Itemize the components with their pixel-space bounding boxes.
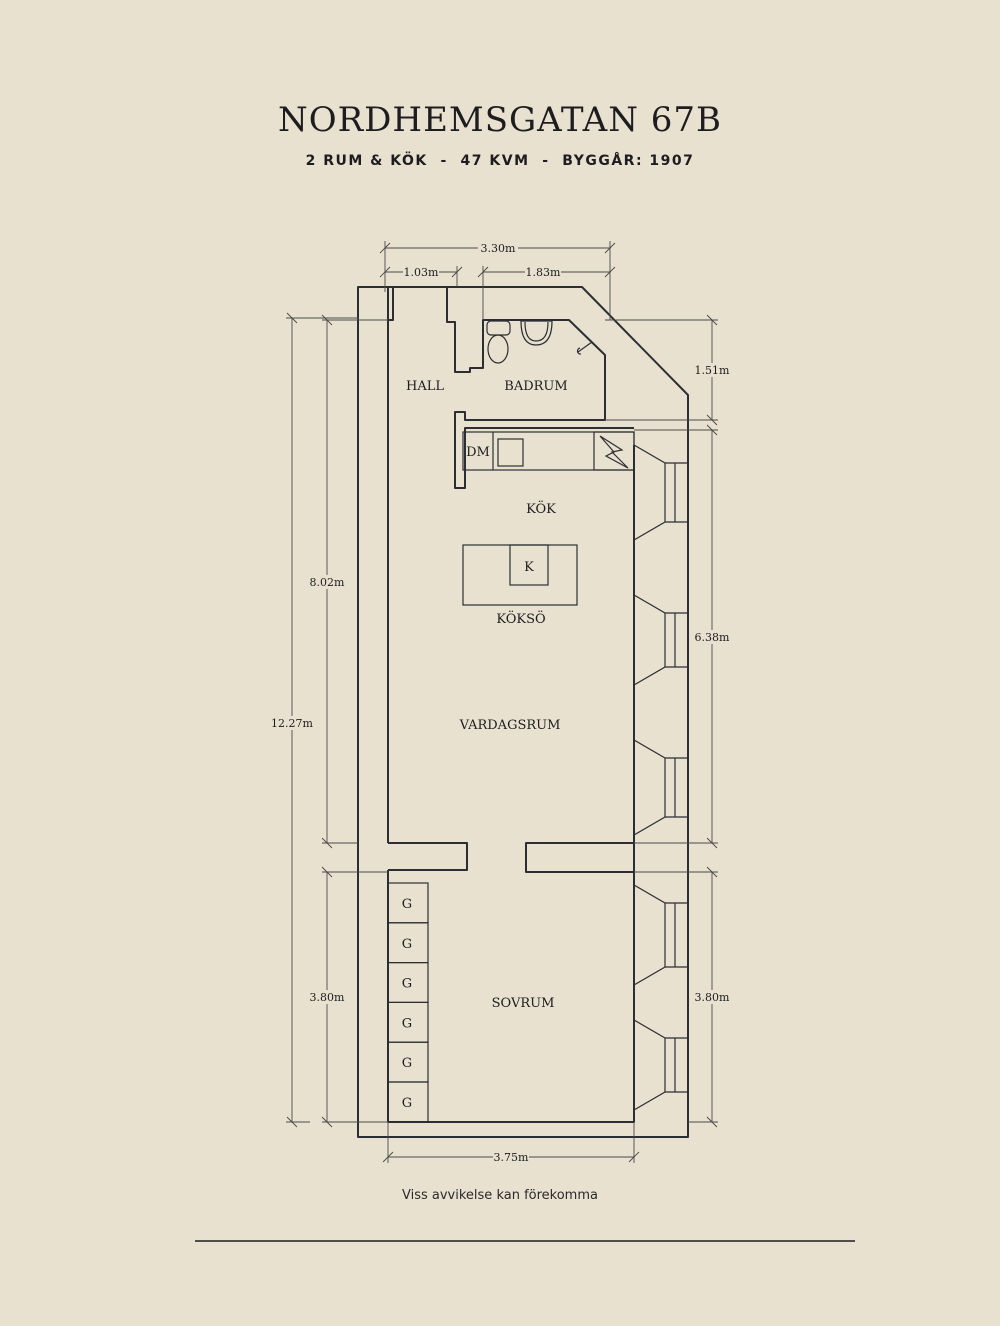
dim-top-total: 3.30m bbox=[481, 242, 516, 255]
bedroom-wall-right bbox=[525, 842, 635, 873]
toilet-icon bbox=[486, 320, 511, 364]
room-label-badrum: BADRUM bbox=[504, 379, 567, 394]
dim-right-bath: 1.51m bbox=[695, 364, 730, 377]
wardrobe: G bbox=[387, 922, 429, 964]
wardrobe-label: G bbox=[402, 1016, 412, 1031]
windows bbox=[633, 444, 688, 1111]
dim-top-bath: 1.83m bbox=[526, 266, 561, 279]
dimension-lines bbox=[286, 241, 718, 1163]
dimension-labels: 3.30m 1.03m 1.83m 1.51m 6.38m 3.80m 12.2… bbox=[270, 240, 730, 1164]
wardrobe-label: G bbox=[402, 897, 412, 912]
island-label: K bbox=[524, 560, 534, 575]
island-hob bbox=[509, 544, 549, 586]
window bbox=[633, 594, 688, 686]
wardrobe: G bbox=[387, 961, 429, 1003]
wardrobe: G bbox=[387, 1041, 429, 1083]
dim-left-bed: 3.80m bbox=[310, 991, 345, 1004]
dim-right-living: 6.38m bbox=[695, 631, 730, 644]
hall-stub bbox=[387, 287, 394, 321]
window bbox=[633, 739, 688, 836]
wardrobe: G bbox=[387, 1081, 429, 1123]
wardrobe-label: G bbox=[402, 1096, 412, 1111]
outer-wall bbox=[357, 286, 689, 1138]
room-label-koksö: KÖKSÖ bbox=[496, 610, 545, 627]
hall-bath-wall bbox=[446, 287, 634, 489]
shower-icon bbox=[576, 341, 593, 355]
dim-right-bed: 3.80m bbox=[695, 991, 730, 1004]
wardrobe-label: G bbox=[402, 977, 412, 992]
dim-bottom: 3.75m bbox=[494, 1151, 529, 1164]
stove bbox=[593, 431, 635, 471]
page-subtitle: 2 RUM & KÖK - 47 KVM - BYGGÅR: 1907 bbox=[305, 153, 695, 169]
room-label-kok: KÖK bbox=[526, 500, 556, 517]
room-label-vardagsrum: VARDAGSRUM bbox=[459, 718, 561, 733]
dim-left-total: 12.27m bbox=[271, 717, 313, 730]
room-label-sovrum: SOVRUM bbox=[492, 996, 555, 1011]
stove-symbol-icon bbox=[599, 435, 629, 469]
window bbox=[633, 444, 688, 541]
bedroom-wall-left bbox=[388, 842, 468, 871]
page-title: NORDHEMSGATAN 67B bbox=[277, 100, 723, 140]
wardrobe: G bbox=[387, 882, 429, 924]
dim-left-living: 8.02m bbox=[310, 576, 345, 589]
window bbox=[633, 1019, 688, 1111]
sink bbox=[497, 438, 524, 467]
dishwasher-label: DM bbox=[466, 445, 490, 460]
room-label-hall: HALL bbox=[406, 379, 444, 394]
wardrobe-label: G bbox=[402, 1056, 412, 1071]
disclaimer-note: Viss avvikelse kan förekomma bbox=[402, 1188, 598, 1203]
washbasin-icon bbox=[520, 320, 553, 346]
wardrobes: G G G G G G bbox=[387, 882, 429, 1123]
dim-top-hall: 1.03m bbox=[404, 266, 439, 279]
window bbox=[633, 884, 688, 986]
wardrobe-label: G bbox=[402, 937, 412, 952]
wardrobe: G bbox=[387, 1001, 429, 1043]
kitchen-island bbox=[462, 544, 578, 606]
